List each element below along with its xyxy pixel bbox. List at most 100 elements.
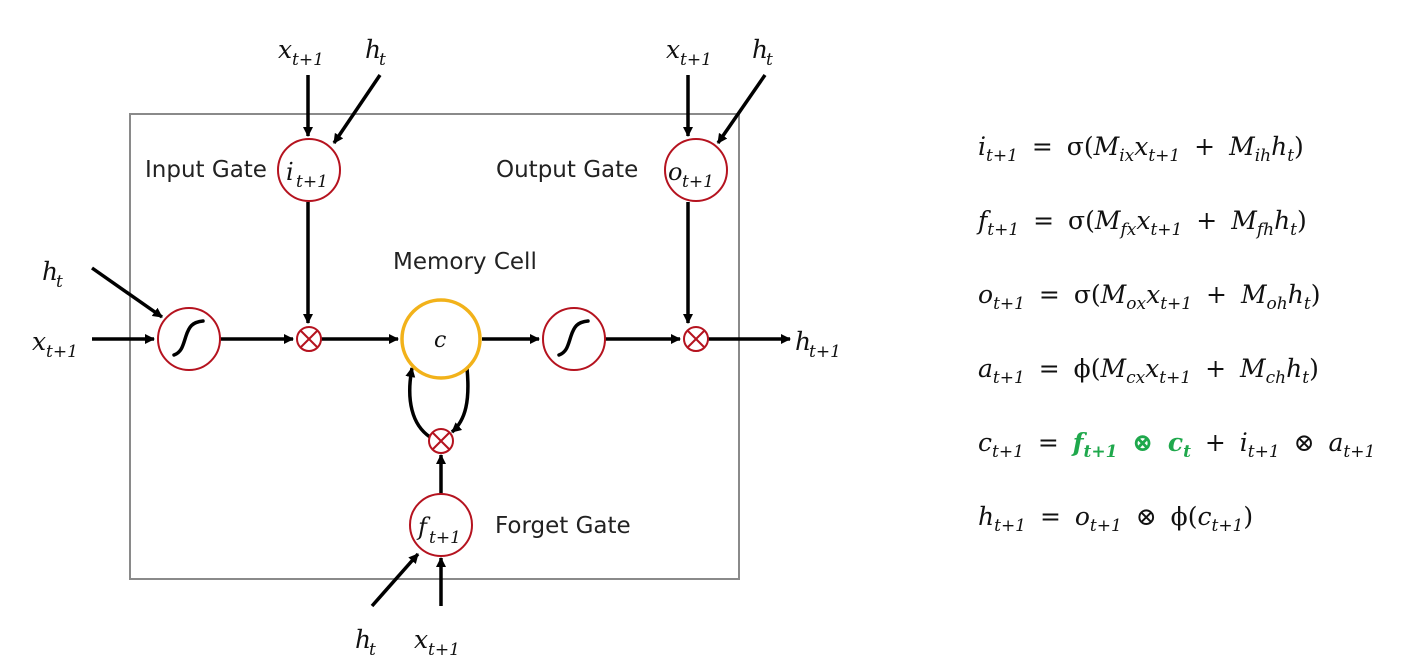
equation-term: ht	[1274, 206, 1298, 240]
equation-operator: =	[1029, 428, 1067, 457]
input-x-top-right: x t+1	[666, 35, 712, 70]
svg-text:x: x	[32, 327, 46, 356]
equation-operator: )	[1297, 206, 1307, 235]
equation-f: ft+1 = σ(Mfxxt+1 + Mfhht)	[978, 206, 1307, 240]
sigmoid-icon	[157, 307, 221, 371]
equation-a: at+1 = ϕ(Mcxxt+1 + Mchht)	[978, 354, 1319, 388]
arrow-h-to-input-gate	[332, 74, 382, 144]
svg-text:h: h	[752, 35, 768, 64]
equation-term: ht	[1286, 354, 1310, 388]
svg-text:h: h	[355, 625, 371, 654]
equation-operator: +	[1197, 354, 1235, 383]
equation-term: Mch	[1240, 354, 1287, 388]
input-gate-node: i t+1	[277, 138, 341, 202]
equation-operator: =	[1030, 354, 1068, 383]
svg-text:t: t	[369, 640, 376, 660]
equation-term: ht	[1271, 132, 1295, 166]
otimes-icon	[428, 428, 454, 454]
svg-text:h: h	[795, 327, 811, 356]
equation-operator: =	[1025, 206, 1063, 235]
equation-term: ht	[1287, 280, 1311, 314]
memory-cell-node: c	[400, 298, 482, 380]
svg-text:t+1: t+1	[46, 342, 78, 362]
equation-term: at+1	[1328, 428, 1376, 462]
equation-c: ct+1 = ft+1 ⊗ ct + it+1 ⊗ at+1	[978, 428, 1376, 462]
equation-o: ot+1 = σ(Moxxt+1 + Mohht)	[978, 280, 1321, 314]
equation-term: Mfh	[1231, 206, 1275, 240]
equation-i: it+1 = σ(Mixxt+1 + Mihht)	[978, 132, 1304, 166]
equation-operator: +	[1196, 428, 1234, 457]
equation-operator: ϕ(	[1170, 502, 1198, 531]
equation-operator: =	[1032, 502, 1069, 531]
equation-operator: )	[1243, 502, 1254, 531]
equation-operator: ⊗	[1285, 428, 1323, 457]
equation-operator: +	[1186, 132, 1224, 161]
equation-operator: )	[1310, 280, 1321, 309]
equation-operator: +	[1188, 206, 1226, 235]
equation-term: ot+1	[978, 280, 1025, 314]
input-x-left: x t+1	[32, 327, 78, 362]
connection-arrows	[90, 74, 791, 608]
input-h-bottom: h t	[355, 625, 376, 660]
equation-operator: σ(	[1068, 206, 1095, 235]
svg-text:t+1: t+1	[809, 342, 841, 362]
forget-gate-sub: t+1	[429, 528, 461, 548]
equation-term: at+1	[978, 354, 1025, 388]
input-gate-var: i	[286, 158, 294, 186]
input-h-top-left: h t	[365, 35, 386, 70]
equation-term: xt+1	[1146, 280, 1193, 314]
equation-term: Mfx	[1094, 206, 1137, 240]
input-x-bottom: x t+1	[414, 625, 460, 660]
equation-term: ct+1	[978, 428, 1024, 462]
svg-text:t: t	[379, 50, 386, 70]
equation-term: ht+1	[978, 502, 1027, 536]
arrow-forget-multiply-to-cell	[405, 367, 432, 439]
equation-operator: )	[1294, 132, 1304, 161]
input-h-left: h t	[42, 257, 63, 292]
equation-term: xt+1	[1145, 354, 1192, 388]
equation-term: Mix	[1093, 132, 1135, 166]
svg-text:x: x	[414, 625, 428, 654]
equation-term: it+1	[978, 132, 1018, 166]
arrow-h-to-output-gate	[716, 74, 767, 144]
equation-operator: )	[1309, 354, 1319, 383]
input-gate-sub: t+1	[296, 172, 328, 192]
arrow-h-to-activation	[90, 266, 164, 319]
equation-term: xt+1	[1136, 206, 1183, 240]
svg-text:h: h	[365, 35, 381, 64]
equation-operator: ⊗	[1123, 428, 1162, 457]
equation-term: ot+1	[1074, 502, 1122, 536]
equation-term: Mcx	[1100, 354, 1146, 388]
equation-h: ht+1 = ot+1 ⊗ ϕ(ct+1)	[978, 502, 1254, 536]
equation-operator: ϕ(	[1073, 354, 1101, 383]
equation-term: Mox	[1100, 280, 1147, 314]
equation-term: Moh	[1240, 280, 1288, 314]
memory-cell-label: Memory Cell	[393, 249, 537, 275]
otimes-icon	[683, 326, 709, 352]
svg-text:t: t	[56, 272, 63, 292]
forget-gate-node: f t+1	[409, 493, 473, 557]
input-gate-label: Input Gate	[145, 157, 267, 183]
input-h-top-right: h t	[752, 35, 773, 70]
arrow-h-to-forget-gate	[370, 552, 420, 608]
equation-operator: σ(	[1066, 132, 1094, 161]
equation-term: ft+1	[1072, 428, 1118, 462]
output-gate-var: o	[668, 158, 682, 186]
memory-cell-var: c	[434, 328, 446, 353]
svg-text:t+1: t+1	[680, 50, 712, 70]
output-gate-node: o t+1	[664, 138, 728, 202]
output-gate-sub: t+1	[682, 172, 714, 192]
sigmoid-icon	[542, 307, 606, 371]
output-h: h t+1	[795, 327, 841, 362]
equation-term: ft+1	[978, 206, 1020, 240]
svg-text:t+1: t+1	[292, 50, 324, 70]
forget-gate-label: Forget Gate	[495, 513, 631, 539]
arrow-cell-to-forget-multiply	[450, 367, 470, 434]
equation-operator: ⊗	[1127, 502, 1165, 531]
output-gate-label: Output Gate	[496, 157, 638, 183]
svg-text:t: t	[766, 50, 773, 70]
lstm-cell-boundary	[129, 113, 740, 580]
input-x-top-left: x t+1	[278, 35, 324, 70]
equation-term: it+1	[1239, 428, 1280, 462]
